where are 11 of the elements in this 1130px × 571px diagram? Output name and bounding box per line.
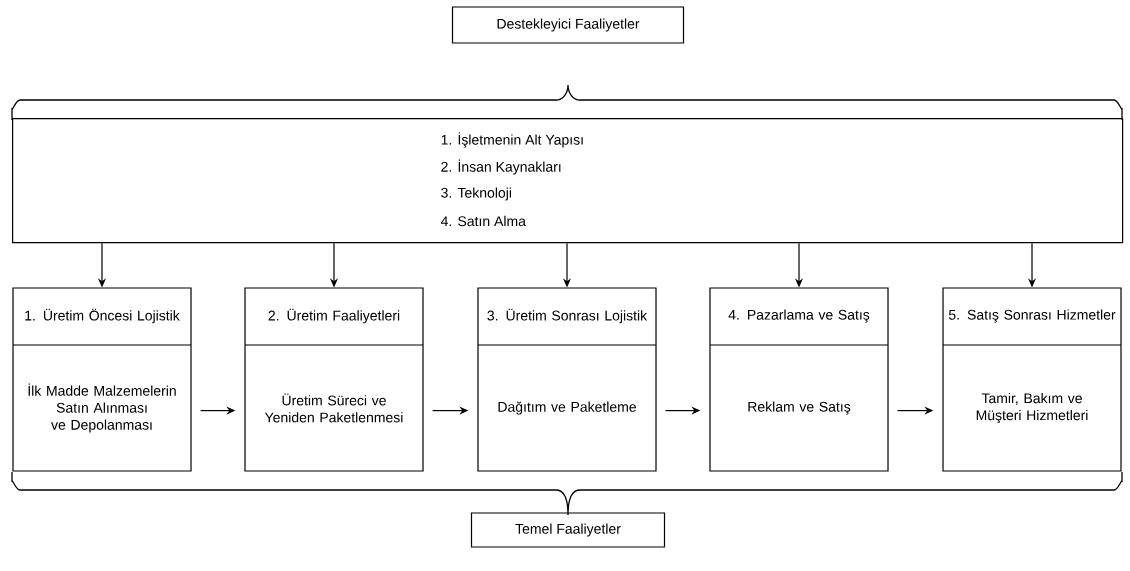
list-item: 2. İnsan Kaynakları bbox=[441, 159, 561, 175]
activity-box: 1. Üretim Öncesi Lojistik İlk Madde Malzemelerin Satın Alınması ve Depolanması bbox=[12, 287, 192, 472]
label-box: Temel Faaliyetler bbox=[470, 512, 666, 548]
label-box: Destekleyici Faaliyetler bbox=[451, 6, 685, 44]
list-item: 3. Teknoloji bbox=[441, 187, 511, 201]
list-item: 4. Satın Alma bbox=[440, 215, 526, 227]
activity-box: 2. Üretim Faaliyetleri Üretim Süreci ve Yeniden Paketlenmesi bbox=[244, 287, 424, 472]
activity-box: 5. Satış Sonrası Hizmetler Tamir, Bakım ve Müşteri Hizmetleri bbox=[942, 287, 1122, 472]
list-item: 1. İşletmenin Alt Yapısı bbox=[441, 132, 583, 148]
activity-box: 3. Üretim Sonrası Lojistik Dağıtım ve Paketleme bbox=[477, 287, 657, 472]
activity-box: 4. Pazarlama ve Satış Reklam ve Satış bbox=[709, 287, 889, 472]
